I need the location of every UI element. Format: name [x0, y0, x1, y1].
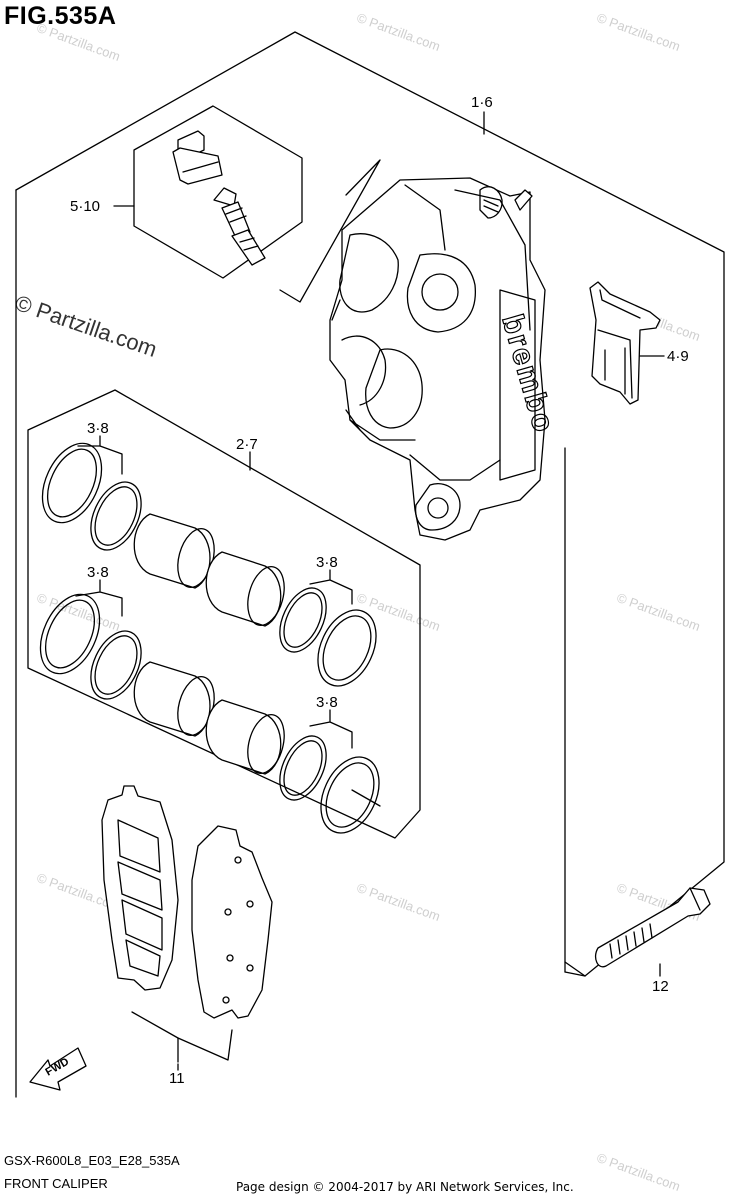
fwd-arrow-icon: FWD	[29, 1047, 87, 1091]
piston	[133, 661, 215, 737]
piston	[205, 551, 285, 627]
callout-bleeder-kit[interactable]: 5·10	[70, 198, 101, 215]
pad-spring-icon	[589, 281, 661, 405]
page-credit: Page design © 2004-2017 by ARI Network S…	[236, 1180, 574, 1194]
seal-group-c	[39, 593, 142, 700]
seal-group-d	[279, 735, 381, 834]
figure-description: FRONT CALIPER	[4, 1176, 108, 1191]
bleeder-cap-icon	[172, 130, 223, 185]
leader	[309, 569, 353, 605]
brake-pad	[101, 785, 179, 991]
callout-brake-pads[interactable]: 11	[169, 1070, 185, 1087]
callout-seal-b[interactable]: 3·8	[316, 554, 338, 571]
piston-set-outline	[27, 389, 421, 839]
callout-caliper-bolt[interactable]: 12	[652, 978, 669, 995]
bleeder-kit-outline	[133, 105, 303, 279]
callout-seal-c[interactable]: 3·8	[87, 564, 109, 581]
figure-title: FIG.535A	[4, 2, 117, 30]
model-code: GSX-R600L8_E03_E28_535A	[4, 1153, 180, 1168]
callout-pad-spring[interactable]: 4·9	[667, 348, 689, 365]
leader	[309, 709, 353, 749]
callout-seal-d[interactable]: 3·8	[316, 694, 338, 711]
callout-piston-set[interactable]: 2·7	[236, 436, 258, 453]
leader	[75, 579, 123, 617]
caliper-body	[329, 177, 546, 541]
leader	[99, 435, 123, 475]
seal-group-b	[279, 587, 377, 687]
seal-group-a	[41, 442, 142, 551]
brake-pad	[191, 825, 273, 1019]
piston	[205, 699, 285, 775]
assembly-outline	[15, 31, 725, 977]
bleeder-screw-icon	[213, 187, 266, 266]
callout-seal-a[interactable]: 3·8	[87, 420, 109, 437]
callout-caliper-assy[interactable]: 1·6	[471, 94, 493, 111]
caliper-bolt-icon	[594, 887, 711, 968]
